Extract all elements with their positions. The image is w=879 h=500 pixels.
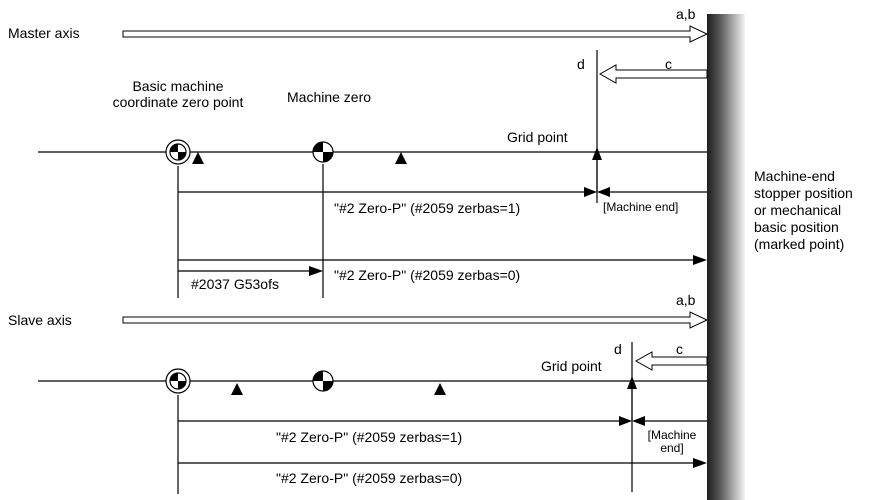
master-zerbas1-arrowhead [584,187,597,197]
master-machine-zero-symbol [312,141,334,163]
master-grid-point-arrowhead [592,147,602,160]
master-d-label: d [577,56,585,72]
g53ofs-label: #2037 G53ofs [191,276,279,292]
master-zerbas0-label: "#2 Zero-P" (#2059 zerbas=0) [334,267,521,283]
slave-machine-end-arrowhead [632,416,645,426]
slave-machine-end-label: [Machine end] [647,428,697,455]
master-ab-label: a,b [676,6,696,22]
master-zerbas1-label: "#2 Zero-P" (#2059 zerbas=1) [334,200,521,216]
slave-d-label: d [614,341,622,357]
slave-grid-triangle-2 [434,383,446,395]
machine-end-stopper-note: Machine-end stopper position or mechanic… [754,168,853,252]
slave-machine-zero-symbol [312,370,334,392]
master-machine-end-label: [Machine end] [603,200,679,214]
master-c-label: c [665,56,672,72]
master-machine-zero-label: Machine zero [287,89,372,105]
slave-grid-triangle-1 [231,383,243,395]
master-axis-label: Master axis [8,25,80,41]
slave-grid-point-arrowhead [627,376,637,389]
slave-zerbas0-arrowhead [693,458,707,468]
slave-ab-label: a,b [676,292,696,308]
master-zerbas0-arrowhead [693,255,707,265]
master-c-arrow [598,64,708,84]
slave-grid-point-label: Grid point [541,358,602,374]
slave-axis-label: Slave axis [8,312,72,328]
slave-zerbas1-arrowhead [619,416,632,426]
master-basic-zero-label: Basic machine coordinate zero point [112,78,244,110]
master-grid-triangle-1 [192,152,204,164]
slave-ab-arrow [122,311,709,329]
master-machine-end-arrowhead [597,187,610,197]
slave-zerbas0-label: "#2 Zero-P" (#2059 zerbas=0) [276,470,463,486]
slave-basic-zero-symbol [165,368,191,394]
g53ofs-arrowhead [309,266,323,276]
master-grid-point-label: Grid point [507,129,568,145]
master-basic-zero-symbol [165,139,191,165]
slave-zerbas1-label: "#2 Zero-P" (#2059 zerbas=1) [276,429,463,445]
master-ab-arrow [122,25,709,43]
slave-c-arrow [634,351,708,371]
slave-c-label: c [676,341,683,357]
master-grid-triangle-2 [395,152,407,164]
machine-end-wall [707,14,745,500]
